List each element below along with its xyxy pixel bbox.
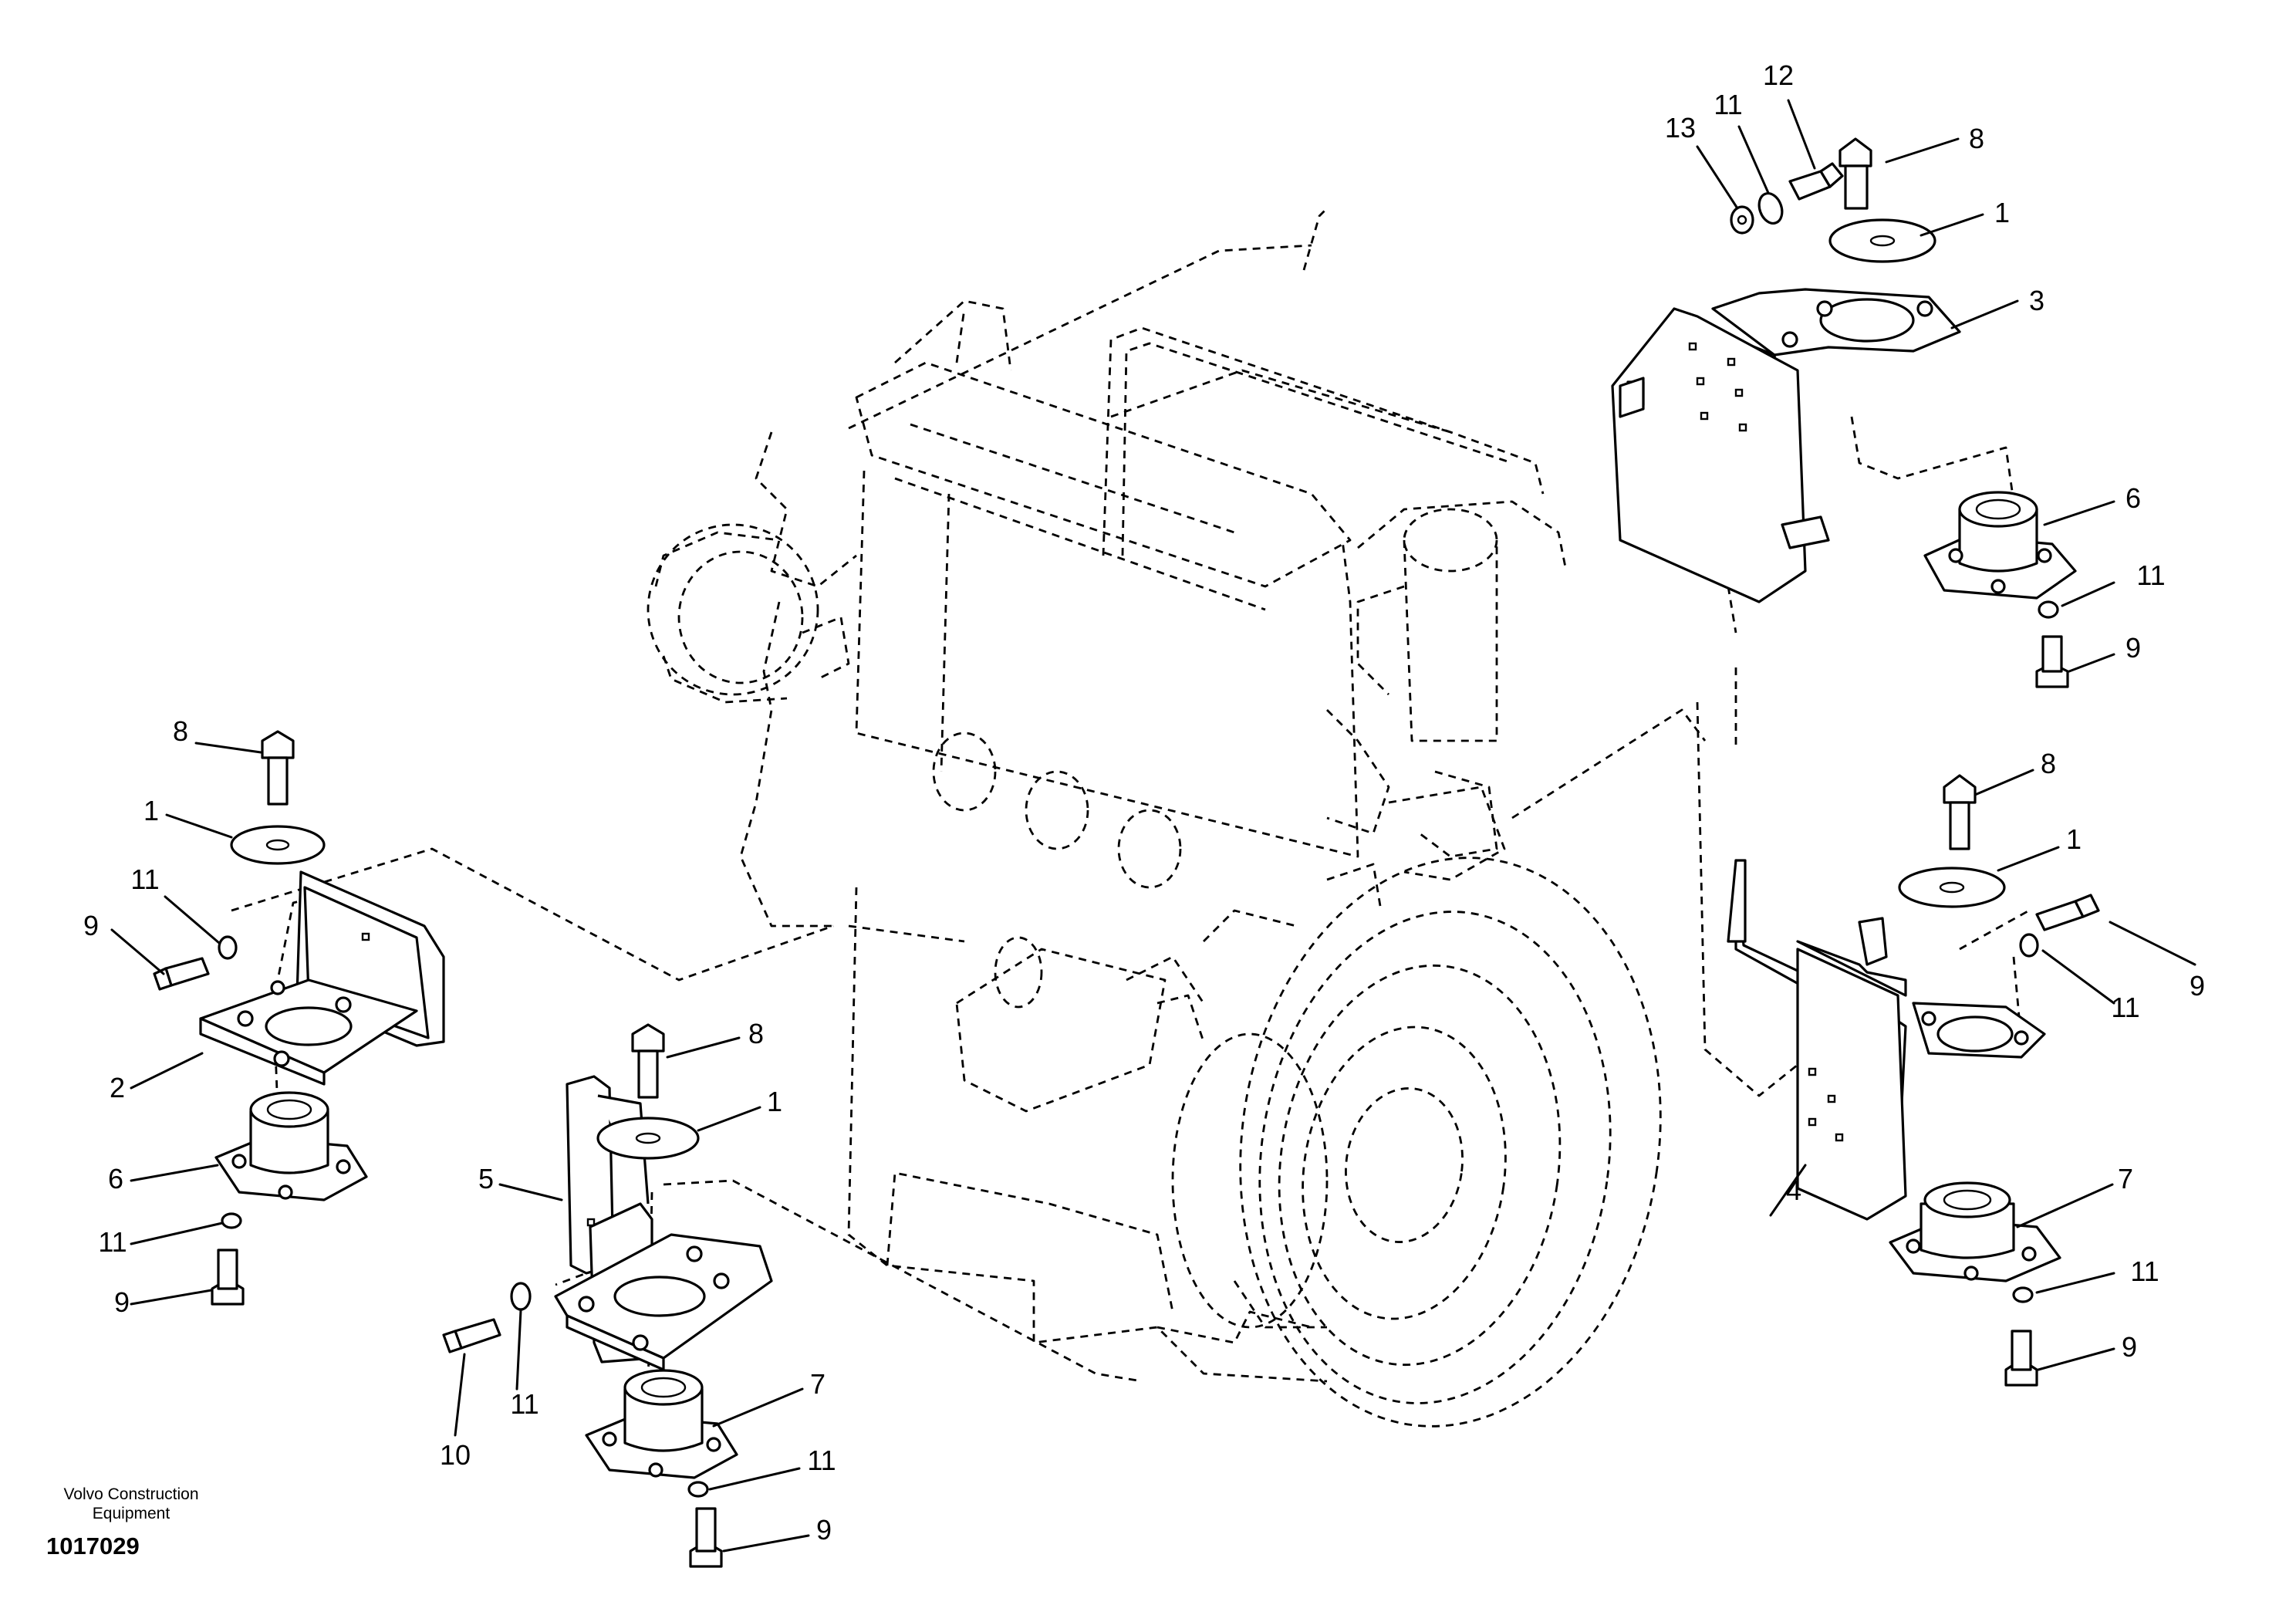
callout-9: 9	[2125, 632, 2141, 664]
callout-8: 8	[2041, 748, 2056, 779]
mounting-bracket-3	[1611, 288, 1961, 603]
rubber-mount-6-left	[211, 1091, 368, 1306]
callout-1: 1	[1994, 197, 2010, 228]
callout-7: 7	[810, 1368, 826, 1400]
callout-7: 7	[2118, 1163, 2133, 1195]
callout-9: 9	[2122, 1331, 2137, 1363]
callout-9: 9	[816, 1514, 832, 1546]
callout-9: 9	[2190, 970, 2205, 1002]
callout-5: 5	[478, 1163, 494, 1195]
callout-9: 9	[114, 1286, 130, 1318]
drawing-number: 1017029	[46, 1532, 140, 1559]
leader-lines	[110, 99, 2196, 1553]
fasteners-lower-center	[442, 1023, 700, 1353]
callout-11: 11	[807, 1445, 836, 1476]
brand-caption: Volvo Construction Equipment	[31, 1485, 231, 1523]
mounting-bracket-4	[1727, 859, 2046, 1221]
fasteners-left	[153, 730, 326, 991]
callout-numbers: 12 11 13 8 1 3 6 11 9 8 1 9 11 4 7 11 9 …	[83, 59, 2205, 1546]
callout-1: 1	[2066, 823, 2082, 855]
callout-11: 11	[510, 1388, 539, 1420]
rubber-mount-7-center	[585, 1369, 738, 1568]
callout-11: 11	[2136, 559, 2165, 591]
callout-13: 13	[1665, 112, 1696, 144]
callout-8: 8	[1969, 123, 1984, 154]
callout-9: 9	[83, 910, 99, 941]
fasteners-right-middle	[1898, 774, 2100, 958]
callout-6: 6	[2125, 482, 2141, 514]
callout-4: 4	[1786, 1174, 1801, 1206]
callout-3: 3	[2029, 285, 2044, 316]
callout-11: 11	[98, 1226, 127, 1258]
callout-1: 1	[767, 1086, 782, 1117]
rubber-mount-6-right	[1923, 491, 2077, 688]
engine-phantom-outline	[647, 299, 1662, 1428]
callout-11: 11	[130, 863, 159, 895]
mounting-bracket-2	[199, 870, 445, 1086]
callout-11: 11	[1714, 89, 1742, 120]
brand-line-2: Equipment	[92, 1505, 171, 1522]
callout-11: 11	[2111, 992, 2139, 1023]
callout-8: 8	[173, 715, 188, 747]
fasteners-top-right	[1730, 137, 1936, 263]
callout-2: 2	[110, 1072, 125, 1103]
callout-6: 6	[108, 1163, 123, 1195]
rubber-mount-7-right	[1889, 1181, 2061, 1387]
callout-10: 10	[440, 1439, 471, 1471]
callout-8: 8	[748, 1018, 764, 1049]
callout-11: 11	[2130, 1255, 2159, 1287]
callout-1: 1	[144, 795, 159, 826]
callout-12: 12	[1763, 59, 1794, 91]
brand-line-1: Volvo Construction	[63, 1485, 199, 1503]
